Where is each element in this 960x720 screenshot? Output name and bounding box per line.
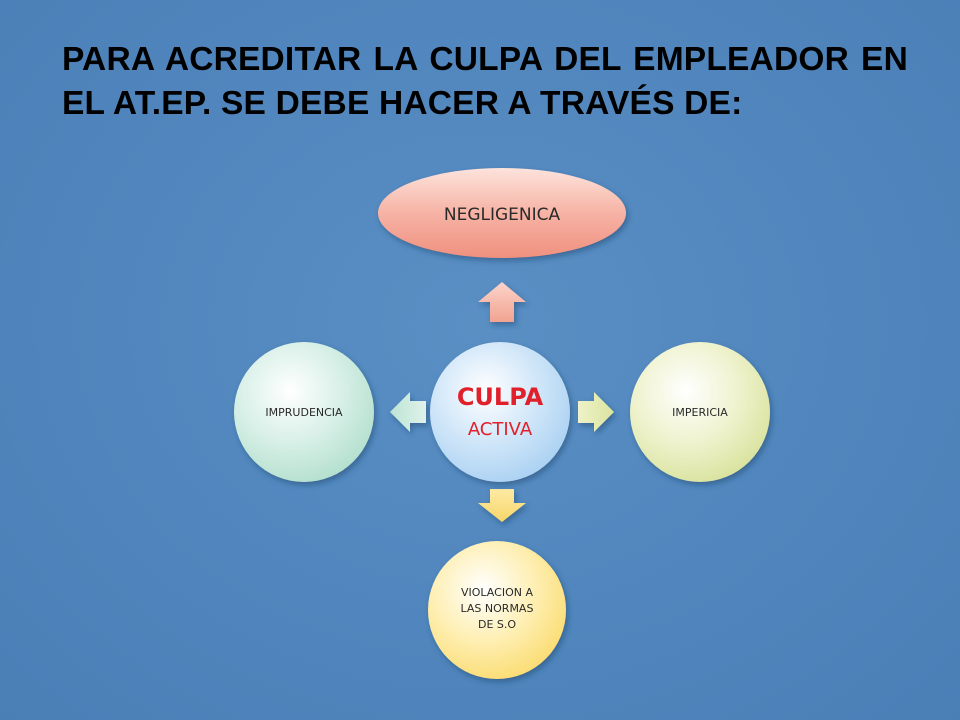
node-violacion-line2: LAS NORMAS bbox=[461, 602, 534, 615]
node-imprudencia-label: IMPRUDENCIA bbox=[265, 406, 343, 419]
arrow-down bbox=[478, 489, 526, 522]
node-violacion-line3: DE S.O bbox=[478, 618, 516, 631]
arrow-left bbox=[390, 392, 426, 432]
center-line1: CULPA bbox=[457, 383, 544, 411]
center-line2: ACTIVA bbox=[468, 419, 533, 440]
arrow-up bbox=[478, 282, 526, 322]
slide-title: PARA ACREDITAR LA CULPA DEL EMPLEADOR EN… bbox=[62, 41, 908, 122]
node-negligencia bbox=[378, 168, 626, 258]
node-impericia-label: IMPERICIA bbox=[672, 406, 728, 419]
node-culpa-activa bbox=[430, 342, 570, 482]
node-violacion-line1: VIOLACION A bbox=[461, 586, 533, 599]
node-impericia bbox=[630, 342, 770, 482]
node-violacion-normas bbox=[428, 541, 566, 679]
node-imprudencia bbox=[234, 342, 374, 482]
node-negligencia-label: NEGLIGENICA bbox=[444, 205, 561, 225]
arrow-right bbox=[578, 392, 614, 432]
